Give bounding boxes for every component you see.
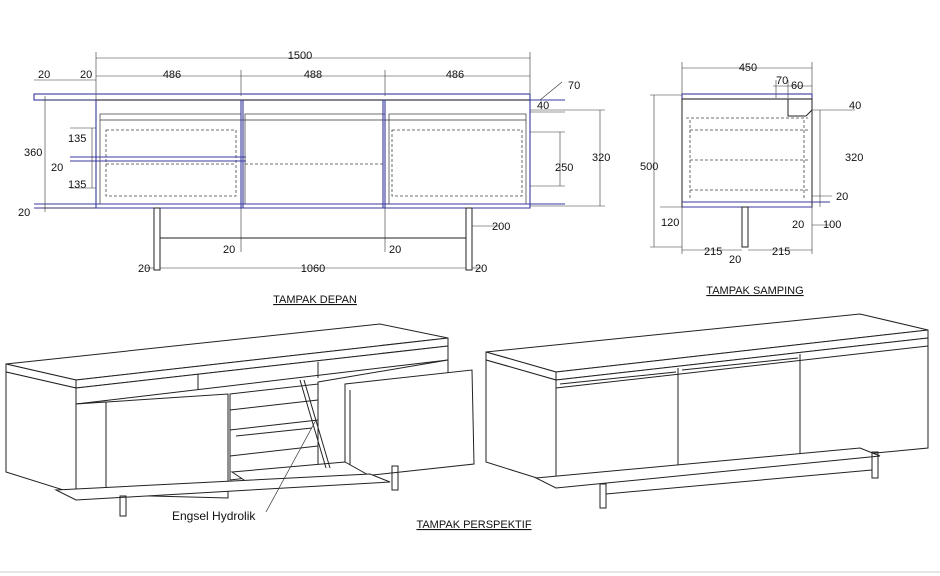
side-dim-215a: 215 — [704, 246, 722, 258]
side-dim-500: 500 — [640, 161, 658, 173]
dim-leg-200: 200 — [492, 221, 510, 233]
dim-mid-20b: 20 — [389, 244, 401, 256]
dim-base-1060: 1060 — [301, 263, 325, 275]
dim-width-3: 486 — [446, 69, 464, 81]
dim-base-20-left: 20 — [138, 263, 150, 275]
dim-bottom-20: 20 — [18, 207, 30, 219]
dim-width-1: 486 — [163, 69, 181, 81]
side-dim-gap-20: 20 — [729, 254, 741, 266]
side-dim-120: 120 — [661, 217, 679, 229]
side-dim-60: 60 — [791, 80, 803, 92]
caption-front-view: TAMPAK DEPAN — [273, 294, 357, 306]
side-dim-215b: 215 — [772, 246, 790, 258]
perspective-open — [5, 323, 475, 517]
dim-left-20b: 20 — [80, 69, 92, 81]
dim-top-40: 40 — [537, 100, 549, 112]
dim-height-320: 320 — [592, 152, 610, 164]
side-dim-20-bottom: 20 — [792, 219, 804, 231]
caption-perspective: TAMPAK PERSPEKTIF — [416, 519, 531, 531]
caption-side-view: TAMPAK SAMPING — [706, 285, 803, 297]
callout-hydraulic-hinge: Engsel Hydrolik — [172, 509, 256, 523]
side-dim-100: 100 — [823, 219, 841, 231]
side-dim-20-right: 20 — [836, 191, 848, 203]
dim-mid-20a: 20 — [223, 244, 235, 256]
dim-height-135b: 135 — [68, 179, 86, 191]
dim-overall-width: 1500 — [288, 50, 312, 62]
side-dim-70: 70 — [776, 75, 788, 87]
dim-height-135a: 135 — [68, 133, 86, 145]
dim-left-20: 20 — [38, 69, 50, 81]
dim-height-360: 360 — [24, 147, 42, 159]
side-view — [650, 62, 855, 254]
side-dim-40: 40 — [849, 100, 861, 112]
dim-height-250: 250 — [555, 162, 573, 174]
perspective-closed — [485, 313, 929, 509]
side-dim-320: 320 — [845, 152, 863, 164]
dim-base-20-right: 20 — [475, 263, 487, 275]
dim-shelf-20: 20 — [51, 162, 63, 174]
dim-top-70: 70 — [568, 80, 580, 92]
side-dim-450: 450 — [739, 62, 757, 74]
dim-width-2: 488 — [304, 69, 322, 81]
front-view — [33, 52, 605, 271]
